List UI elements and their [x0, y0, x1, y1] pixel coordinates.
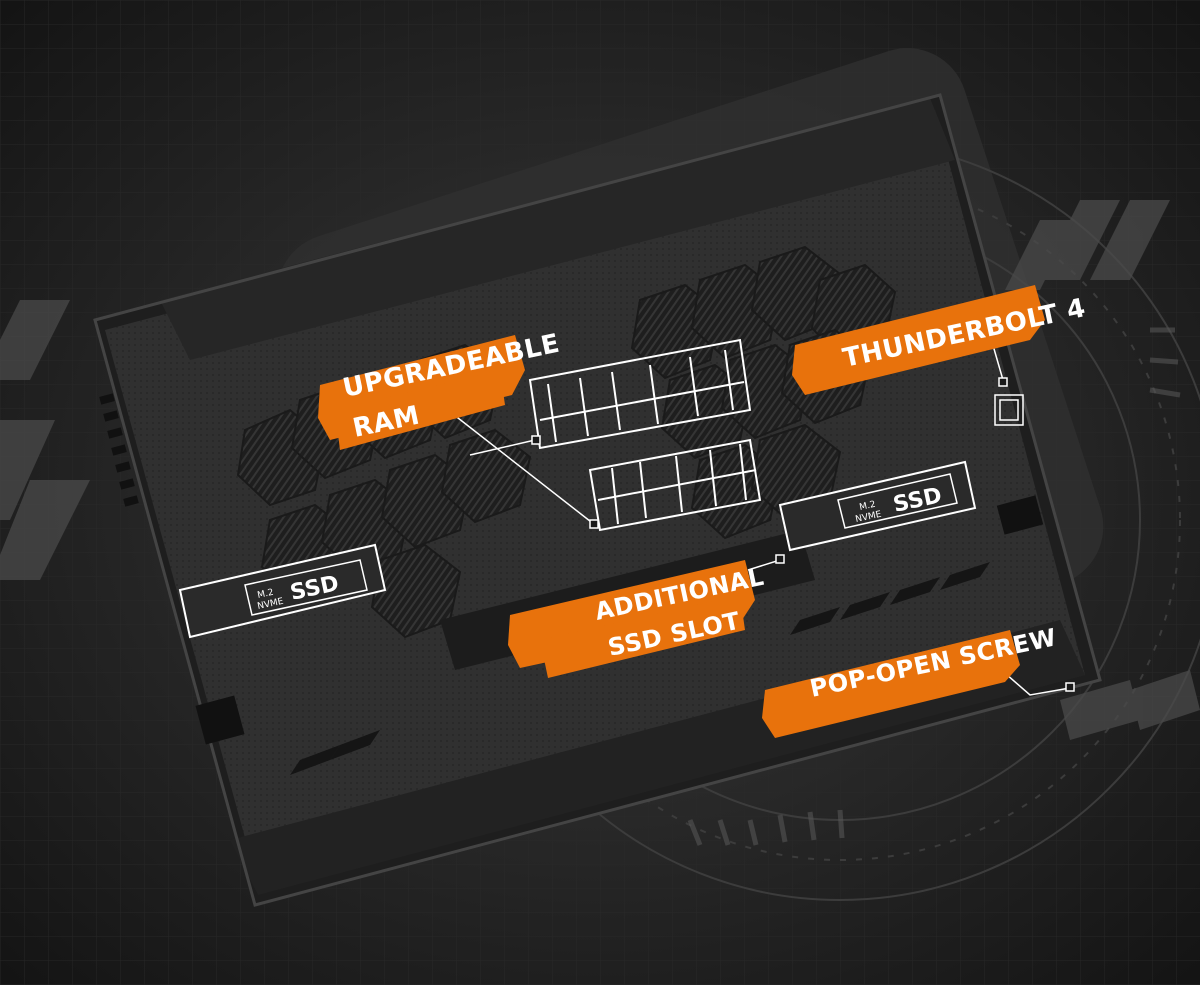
callout-ssd-slot: ADDITIONAL SSD SLOT [508, 560, 767, 678]
leader-points [531, 377, 1075, 692]
ram-module-lower [588, 438, 762, 532]
side-vents [99, 393, 1044, 745]
thunderbolt-port [994, 394, 1024, 426]
dash-ticks [687, 327, 1181, 846]
ssd-left-m2: M.2 [257, 588, 275, 601]
ssd-card-right: M.2 NVME SSD [778, 460, 977, 552]
grunge-stripes [0, 200, 1200, 740]
lower-slits [290, 562, 990, 775]
ssd-card-left: M.2 NVME SSD [178, 543, 387, 639]
ram-module-upper [528, 338, 752, 450]
ssd-right-m2: M.2 [859, 500, 877, 513]
